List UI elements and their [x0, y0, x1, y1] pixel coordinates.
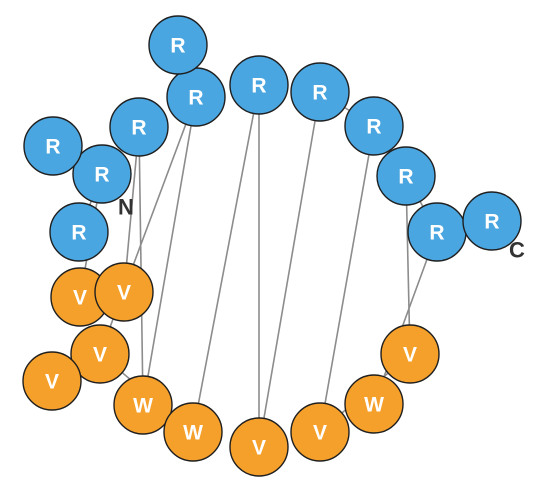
residue-1: R [49, 202, 109, 262]
residue-16: R [344, 96, 404, 156]
residue-label: R [131, 117, 146, 140]
residue-label: V [73, 287, 87, 310]
residue-label: V [252, 437, 266, 460]
n-terminus-label: N [118, 195, 134, 220]
c-terminus-label: C [509, 238, 525, 263]
residue-19: R [376, 146, 436, 206]
residue-label: V [403, 344, 417, 367]
residue-circle [23, 116, 83, 176]
residue-circle [290, 402, 350, 462]
connector-line [373, 231, 438, 405]
residue-circle [94, 262, 154, 322]
residue-circle [229, 417, 289, 477]
residue-12: R [229, 55, 289, 115]
residue-circle [22, 351, 82, 411]
connector-line [192, 84, 260, 433]
residue-label: W [133, 395, 153, 418]
residue-label: R [429, 222, 444, 245]
residue-17: V [290, 402, 350, 462]
residue-18: V [380, 324, 440, 384]
residue-circles: R R V V R R W R V R W R V V R R V V R R W R [22, 15, 522, 477]
residue-label: R [312, 82, 327, 105]
connector-line [319, 125, 375, 433]
residue-2: R [72, 144, 132, 204]
residue-label: R [251, 75, 266, 98]
residue-label: R [366, 116, 381, 139]
residue-label: R [484, 211, 499, 234]
residue-circle [109, 97, 169, 157]
residue-20: R [407, 202, 467, 262]
residue-4: V [94, 262, 154, 322]
residue-14: V [22, 351, 82, 411]
connector-line [142, 96, 197, 406]
residue-circle [113, 375, 173, 435]
residue-circle [344, 96, 404, 156]
residue-label: V [45, 371, 59, 394]
residue-22: R [462, 191, 522, 251]
residue-circle [344, 374, 404, 434]
connector-line [258, 91, 321, 448]
residue-9: V [70, 324, 130, 384]
residue-label: W [364, 394, 384, 417]
residue-label: R [170, 35, 185, 58]
residue-10: R [148, 15, 208, 75]
residue-5: R [109, 97, 169, 157]
residue-7: W [113, 375, 173, 435]
residue-21: W [344, 374, 404, 434]
residue-circle [290, 62, 350, 122]
residue-8: R [166, 67, 226, 127]
residue-circle [462, 191, 522, 251]
residue-label: W [183, 422, 203, 445]
residue-label: R [188, 87, 203, 110]
residue-circle [72, 144, 132, 204]
residue-label: V [93, 344, 107, 367]
residue-label: R [398, 166, 413, 189]
residue-circle [229, 55, 289, 115]
residue-label: R [71, 222, 86, 245]
residue-15: R [290, 62, 350, 122]
residue-circle [380, 324, 440, 384]
residue-label: V [117, 282, 131, 305]
residue-circle [49, 202, 109, 262]
residue-circle [70, 324, 130, 384]
residue-13: V [229, 417, 289, 477]
residue-label: R [94, 164, 109, 187]
residue-label: V [313, 422, 327, 445]
residue-circle [148, 15, 208, 75]
residue-circle [163, 402, 223, 462]
residue-circle [376, 146, 436, 206]
residue-6: R [23, 116, 83, 176]
residue-label: R [45, 136, 60, 159]
residue-11: W [163, 402, 223, 462]
connector-line [138, 126, 144, 406]
